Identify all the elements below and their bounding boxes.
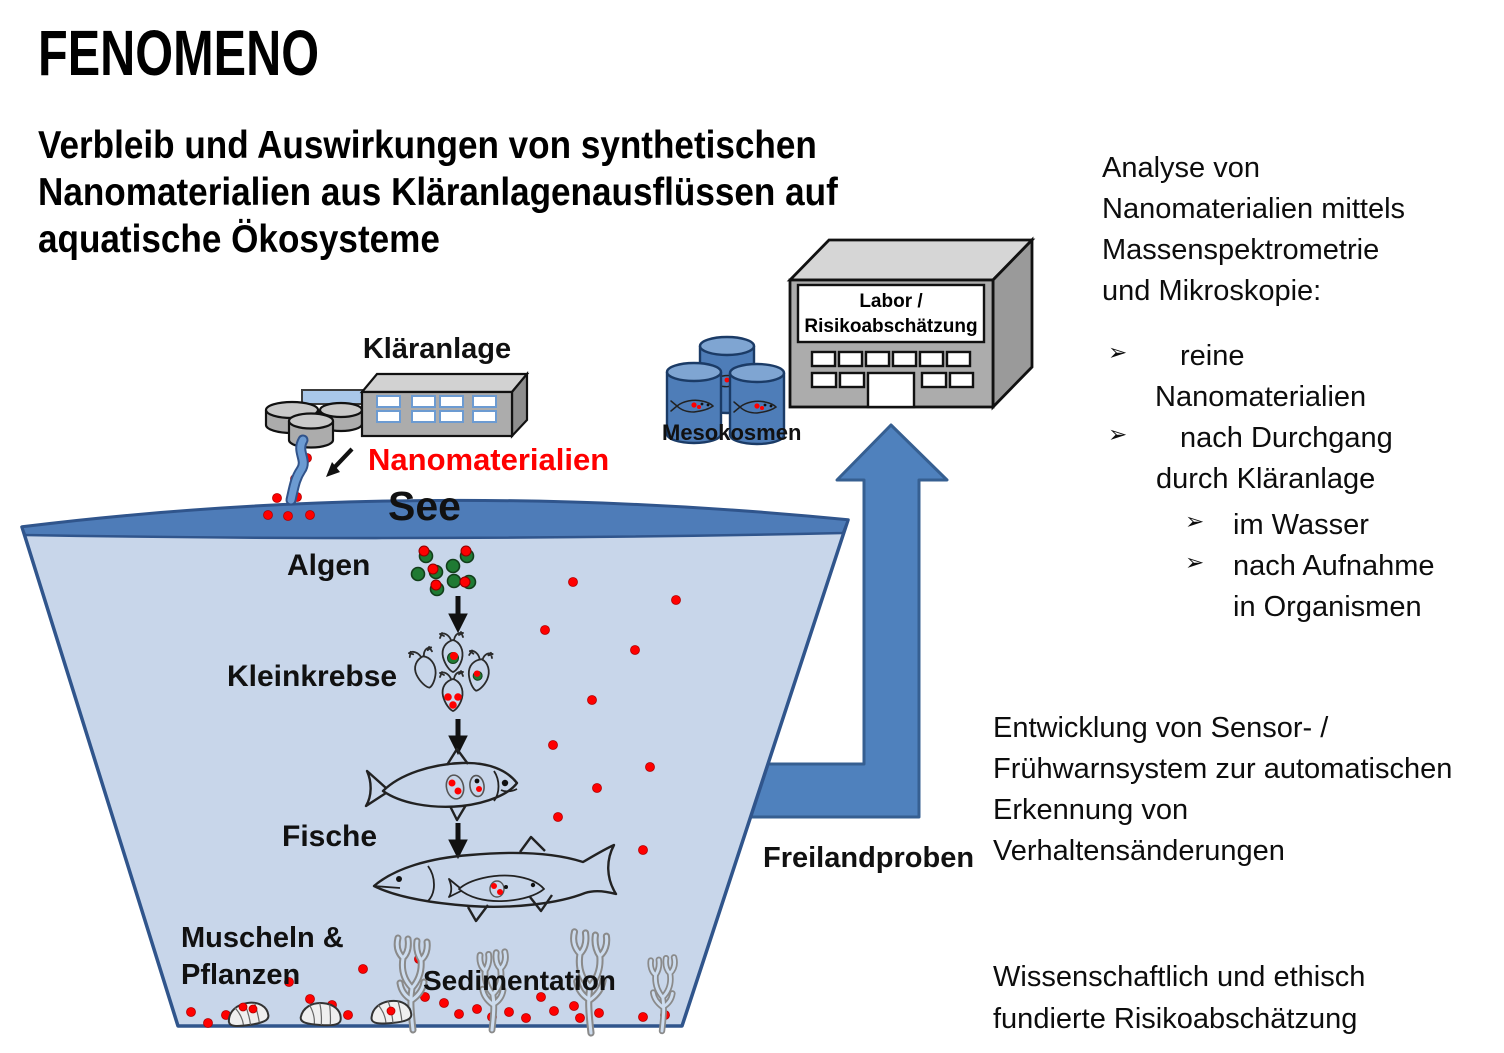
analysis-intro-line-3: Massenspektrometrie (1102, 234, 1380, 266)
sensor-text-line-3: Erkennung von (993, 794, 1189, 826)
algae-cluster (410, 545, 477, 597)
nanomaterialien-label: Nanomaterialien (368, 442, 610, 477)
sub-bullet-2-line-2: in Organismen (1233, 591, 1422, 623)
bullet-1-line-2: Nanomaterialien (1155, 381, 1367, 413)
mesocosm-barrels (665, 335, 786, 446)
freilandproben-label: Freilandproben (763, 842, 975, 874)
bullet-arrow-icon: ➢ (1108, 340, 1128, 366)
analysis-intro-line-1: Analyse von (1102, 152, 1260, 184)
bullet-1-line-1: reine (1180, 340, 1245, 372)
plant-building (359, 370, 530, 439)
lab-sign-line-2: Risikoabschätzung (804, 315, 978, 337)
sub-bullet-1: im Wasser (1233, 509, 1369, 541)
nanomaterial-pointer-arrow (326, 447, 354, 477)
lab-sign (796, 283, 986, 344)
project-title: FENOMENO (38, 17, 320, 89)
sedimentation-label: Sedimentation (423, 965, 616, 996)
klaeranlage-label: Kläranlage (362, 333, 512, 365)
analysis-intro-line-2: Nanomaterialien mittels (1102, 193, 1406, 225)
see-label: See (388, 483, 461, 529)
mussels (225, 998, 413, 1029)
small-fish (364, 747, 519, 822)
effluent-pipe (301, 389, 367, 405)
fische-label: Fische (282, 820, 378, 853)
bullet-2-line-1: nach Durchgang (1180, 422, 1393, 454)
risk-text: Wissenschaftlich und ethisch fundierte R… (993, 956, 1365, 1040)
eaten-fish (448, 874, 545, 902)
sensor-text-line-1: Entwicklung von Sensor- / (993, 712, 1329, 744)
risk-text-line-1: Wissenschaftlich und ethisch (993, 961, 1366, 993)
treatment-plant (264, 370, 530, 506)
lab-building (786, 236, 1036, 411)
lab-door (866, 371, 916, 409)
bullet-arrow-icon: ➢ (1185, 550, 1205, 576)
sensor-text-line-4: Verhaltensänderungen (993, 835, 1285, 867)
subtitle-line-1: Verbleib und Auswirkungen von synthetisc… (38, 124, 817, 167)
risk-text-line-2: fundierte Risikoabschätzung (993, 1003, 1358, 1035)
lake-body (20, 498, 850, 1028)
lab-sign-line-1: Labor / (859, 290, 923, 312)
kleinkrebse-label: Kleinkrebse (227, 660, 398, 693)
food-chain-arrows (448, 596, 468, 860)
pike-fish (372, 835, 618, 923)
subtitle-line-3: aquatische Ökosysteme (38, 218, 440, 261)
sensor-text-line-2: Frühwarnsystem zur automatischen (993, 753, 1453, 785)
daphnia-group (407, 631, 494, 712)
bullet-arrow-icon: ➢ (1108, 422, 1128, 448)
analysis-intro-line-4: und Mikroskopie: (1102, 275, 1322, 307)
lab-sign-text: Labor / Risikoabschätzung (798, 285, 984, 342)
analysis-intro: Analyse von Nanomaterialien mittels Mass… (1102, 148, 1405, 312)
lake (20, 498, 850, 1028)
mesokosmen-label: Mesokosmen (662, 420, 802, 445)
subtitle-line-2: Nanomaterialien aus Kläranlagenausflüsse… (38, 171, 838, 214)
sensor-text: Entwicklung von Sensor- / Frühwarnsystem… (993, 708, 1452, 872)
effluent-stream (285, 434, 309, 506)
project-subtitle: Verbleib und Auswirkungen von synthetisc… (38, 122, 838, 263)
algen-label: Algen (287, 549, 371, 582)
clarifier-tanks (264, 400, 364, 449)
bullet-2-line-2: durch Kläranlage (1156, 463, 1376, 495)
sub-bullet-2-line-1: nach Aufnahme (1233, 550, 1435, 582)
bullet-arrow-icon: ➢ (1185, 509, 1205, 535)
muscheln-pflanzen-label-line-2: Pflanzen (181, 959, 301, 991)
muscheln-pflanzen-label-line-1: Muscheln & (181, 922, 344, 954)
